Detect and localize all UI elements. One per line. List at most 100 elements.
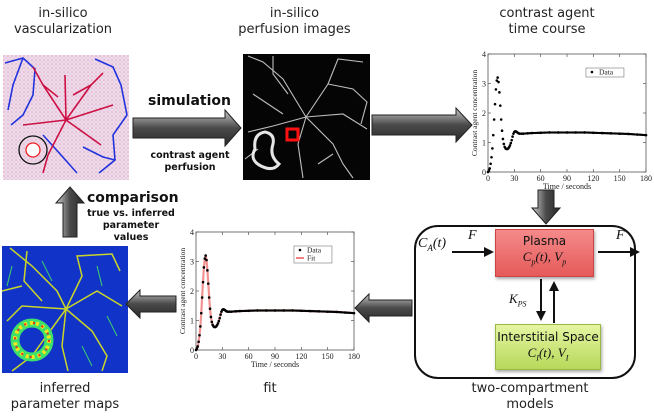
x-axis-label: Time / seconds	[251, 360, 299, 369]
input-concentration-label: CA(t)	[418, 236, 446, 253]
y-tick-label: 3	[190, 258, 194, 267]
data-point	[490, 155, 493, 159]
parameter-maps-title: inferred parameter maps	[0, 381, 130, 413]
data-point	[487, 169, 491, 172]
y-tick-label: 4	[190, 228, 194, 237]
simulation-sublabel-line2: perfusion	[164, 162, 216, 173]
x-tick-label: 90	[563, 174, 571, 183]
x-tick-label: 60	[245, 352, 253, 361]
legend-label: Data	[307, 246, 322, 255]
data-point	[511, 135, 514, 138]
data-point	[501, 137, 505, 141]
y-tick-label: 1	[190, 317, 194, 326]
plasma-v-sub: p	[562, 257, 567, 267]
time-course-title-line1: contrast agent	[499, 6, 595, 21]
data-point	[492, 118, 496, 121]
data-point	[217, 319, 221, 323]
tumor-region-marker	[18, 135, 48, 165]
tumor-rim	[10, 318, 54, 362]
interstitial-params: CI(t), VI	[527, 345, 569, 363]
data-point	[509, 141, 513, 145]
plasma-v: V	[554, 249, 563, 264]
input-c: C	[418, 236, 428, 251]
data-point	[199, 311, 203, 315]
vascularization-title: in-silico vascularization	[8, 6, 118, 38]
data-point	[352, 312, 356, 315]
comparison-sublabel-line2: parameter values	[102, 220, 160, 243]
x-axis-label: Time / seconds	[543, 182, 591, 191]
data-point	[491, 147, 494, 150]
data-point	[199, 325, 202, 328]
to-models-arrow	[530, 189, 562, 225]
x-tick-label: 60	[537, 174, 545, 183]
x-tick-label: 120	[587, 174, 599, 183]
data-point	[207, 296, 211, 299]
data-point	[488, 167, 492, 170]
fit-title: fit	[263, 381, 277, 396]
vein-network	[4, 57, 128, 174]
flow-in-label: F	[468, 228, 477, 243]
data-point	[201, 280, 205, 284]
y-tick-label: 1	[482, 139, 486, 148]
exchange-sub: PS	[517, 299, 527, 309]
artery-network	[22, 66, 114, 174]
data-point	[210, 320, 214, 324]
selected-voxel-marker	[285, 127, 300, 142]
y-tick-label: 4	[482, 50, 486, 59]
legend-marker-data	[590, 70, 594, 74]
models-title-line2: models	[506, 397, 554, 412]
exchange-k: K	[509, 291, 518, 306]
data-point	[205, 258, 208, 262]
vascularization-image	[3, 55, 129, 180]
y-tick-label: 0	[190, 346, 194, 355]
plasma-params: Cp(t), Vp	[522, 249, 567, 267]
to-parameter-maps-arrow	[125, 288, 177, 320]
legend-label: Fit	[307, 254, 316, 263]
data-point	[498, 91, 501, 94]
parameter-map-vessels	[1, 247, 123, 372]
to-time-course-arrow	[371, 106, 473, 144]
x-tick-label: 150	[614, 174, 626, 183]
data-point	[497, 80, 500, 84]
y-axis-label: Contrast agent concentration	[470, 70, 479, 156]
x-tick-label: 180	[640, 174, 652, 183]
y-tick-label: 3	[482, 80, 486, 89]
data-point	[200, 296, 204, 299]
x-tick-label: 0	[194, 352, 198, 361]
time-course-title-line2: time course	[508, 22, 586, 37]
data-point	[206, 269, 209, 272]
perfusion-vessels	[244, 55, 368, 179]
data-point	[203, 257, 207, 260]
to-fit-arrow	[354, 292, 413, 324]
vascularization-title-line2: vascularization	[13, 22, 113, 37]
data-point	[219, 313, 222, 316]
comparison-arrow	[54, 186, 86, 238]
y-tick-label: 2	[190, 287, 194, 296]
exchange-arrows	[536, 279, 559, 323]
data-point	[493, 102, 497, 106]
interstitial-v: V	[557, 345, 566, 360]
data-point	[495, 79, 499, 82]
comparison-sublabel-line1: true vs. inferred	[87, 208, 175, 219]
input-sub: A	[427, 242, 433, 253]
data-point	[198, 333, 201, 337]
flow-in-arrow	[452, 247, 494, 257]
data-point	[208, 307, 212, 310]
data-point	[499, 118, 503, 121]
interstitial-c: C	[527, 345, 537, 360]
data-point	[195, 347, 199, 350]
perfusion-title: in-silico perfusion images	[232, 6, 357, 38]
models-title: two-compartment models	[455, 381, 605, 413]
data-point	[508, 144, 512, 147]
perfusion-title-line1: in-silico	[269, 6, 320, 21]
data-point	[202, 266, 206, 269]
x-tick-label: 0	[486, 174, 490, 183]
data-point	[496, 76, 499, 79]
comparison-sublabel: true vs. inferred parameter values	[86, 208, 176, 244]
data-point	[510, 138, 513, 142]
legend-box	[585, 67, 625, 78]
perfusion-title-line2: perfusion images	[238, 22, 351, 37]
interstitial-label: Interstitial Space	[497, 330, 599, 344]
x-tick-label: 180	[348, 352, 360, 361]
